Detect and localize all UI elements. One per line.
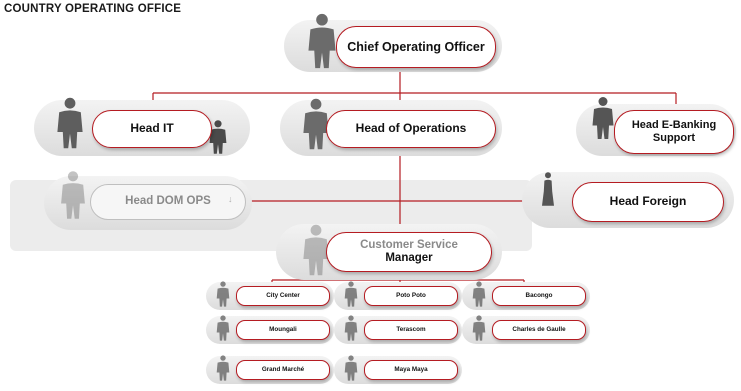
person-silhouette-icon [216, 355, 230, 381]
branch-node: Poto Poto [364, 286, 458, 306]
node-label: Head of Operations [355, 121, 467, 136]
page-title: COUNTRY OPERATING OFFICE [4, 3, 182, 15]
branch-node: Maya Maya [364, 360, 458, 380]
branch-label: Bacongo [525, 292, 553, 300]
branch-label: Grand Marché [261, 366, 305, 374]
person-silhouette-icon [344, 315, 358, 341]
branch-label: Charles de Gaulle [512, 326, 566, 334]
person-silhouette-icon [303, 98, 329, 150]
down-arrow-icon: ↓ [228, 194, 233, 204]
node-label: Head E-Banking [631, 119, 717, 132]
person-silhouette-icon [472, 315, 486, 341]
node-label: Chief Operating Officer [347, 39, 485, 54]
person-silhouette-icon [472, 281, 486, 307]
node-label: Head Foreign [609, 194, 687, 209]
node-label: Support [652, 132, 696, 144]
person-silhouette-icon [61, 171, 85, 219]
branch-node: Bacongo [492, 286, 586, 306]
branch-node: Moungali [236, 320, 330, 340]
branch-node: Grand Marché [236, 360, 330, 380]
node-head-of-operations: Head of Operations [326, 110, 496, 148]
node-label: Head DOM OPS [125, 195, 211, 208]
node-label: Manager [385, 252, 433, 264]
node-customer-service-manager: Customer Service Manager [326, 232, 492, 272]
node-chief-operating-officer: Chief Operating Officer [336, 26, 496, 68]
branch-label: Maya Maya [394, 366, 428, 374]
person-silhouette-icon [57, 97, 83, 149]
node-head-dom-ops: Head DOM OPS [90, 184, 246, 220]
node-label: Head IT [130, 121, 174, 136]
branch-label: Terascom [396, 326, 426, 334]
node-head-ebanking-support: Head E-Banking Support [614, 110, 734, 154]
branch-node: City Center [236, 286, 330, 306]
branch-label: City Center [266, 292, 300, 300]
person-silhouette-icon [216, 315, 230, 341]
branch-label: Moungali [269, 326, 297, 334]
person-silhouette-icon [542, 172, 554, 206]
person-silhouette-icon [344, 355, 358, 381]
person-silhouette-icon [592, 97, 614, 139]
branch-node: Terascom [364, 320, 458, 340]
person-silhouette-icon [344, 281, 358, 307]
node-head-it: Head IT [92, 110, 212, 148]
branch-node: Charles de Gaulle [492, 320, 586, 340]
node-label: Customer Service [360, 238, 458, 251]
node-head-foreign: Head Foreign [572, 182, 724, 222]
branch-label: Poto Poto [396, 292, 426, 300]
person-silhouette-icon [308, 13, 336, 69]
person-silhouette-icon [216, 281, 230, 307]
person-silhouette-icon [209, 120, 227, 154]
person-silhouette-icon [303, 224, 329, 276]
